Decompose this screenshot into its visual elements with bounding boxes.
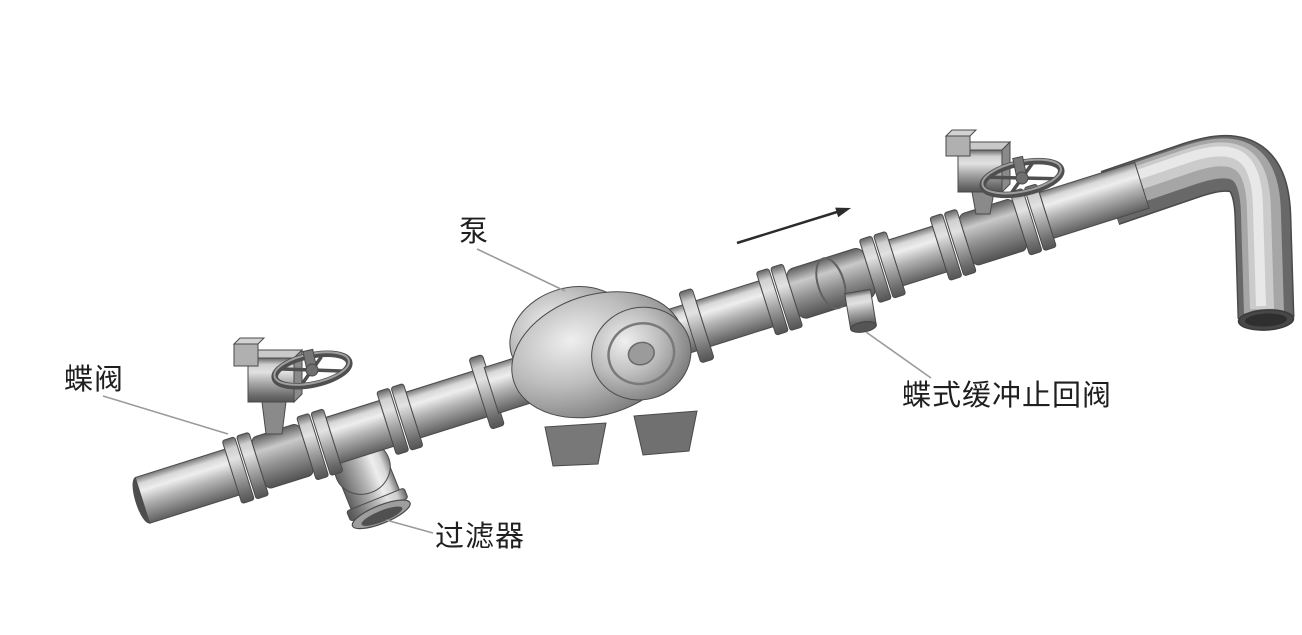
pump-foot-left	[544, 422, 607, 467]
valve-indicator	[233, 343, 259, 367]
handwheel-hub	[305, 363, 319, 377]
butterfly-valve-right-actuator	[944, 129, 1065, 215]
arrow-shaft	[736, 210, 838, 245]
leader-pump	[476, 248, 566, 292]
leader-check-valve	[865, 331, 932, 379]
handwheel-right	[979, 155, 1065, 199]
elbow-highlight	[1103, 146, 1266, 307]
pipe-segment	[134, 448, 242, 524]
label-strainer: 过滤器	[435, 520, 525, 553]
pump-foot-right	[633, 410, 698, 456]
handwheel-left	[271, 348, 353, 390]
arrow-head	[835, 207, 851, 218]
flange	[376, 388, 409, 455]
flow-direction-arrow	[736, 207, 851, 245]
check-valve-buffer	[844, 288, 877, 333]
flange	[756, 268, 789, 336]
label-butterfly-valve: 蝶阀	[64, 363, 124, 396]
buffer-cap	[850, 321, 877, 333]
check-valve-seam	[815, 257, 847, 310]
flange	[1010, 188, 1042, 256]
strainer-cap-face	[361, 506, 403, 526]
valve-indicator-top	[232, 337, 266, 345]
elbow-end-bore	[1245, 313, 1287, 327]
valve-indicator	[945, 135, 971, 157]
label-pump: 泵	[459, 216, 489, 248]
butterfly-valve-left-actuator	[232, 337, 353, 435]
flange	[859, 236, 892, 303]
flange	[222, 436, 255, 504]
handwheel-hub	[1015, 171, 1029, 185]
pump-hub	[627, 341, 655, 366]
outlet-elbow	[1100, 134, 1295, 331]
leader-strainer	[385, 519, 434, 534]
valve-neck	[261, 401, 287, 435]
label-check-valve: 蝶式缓冲止回阀	[902, 379, 1112, 412]
leader-butterfly-valve	[102, 395, 229, 435]
pump-assembly	[509, 286, 692, 419]
flange	[296, 413, 329, 481]
main-pipeline	[132, 161, 1150, 524]
flange	[929, 213, 962, 281]
valve-indicator-top	[944, 129, 978, 137]
pipe-segment	[1038, 161, 1150, 239]
pump-volute-ring	[607, 322, 676, 386]
